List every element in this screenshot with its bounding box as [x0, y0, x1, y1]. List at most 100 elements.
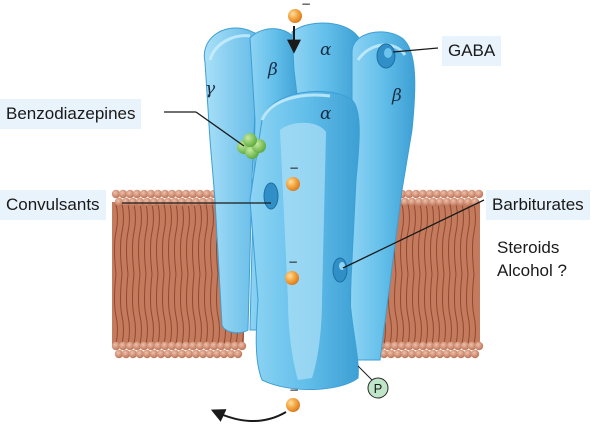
- lipid-head: [442, 349, 452, 359]
- lipid-head: [184, 349, 194, 359]
- ion-exit-arrow: [210, 409, 287, 423]
- lipid-tail: [424, 203, 428, 345]
- lipid-tail: [114, 203, 118, 345]
- lipid-head: [439, 189, 449, 199]
- lipid-tail: [442, 203, 446, 345]
- subunit-label-alpha-front: α: [320, 104, 332, 124]
- lipid-tail: [430, 203, 434, 345]
- lipid-head: [146, 341, 156, 351]
- lipid-head: [121, 197, 131, 207]
- lipid-head: [407, 349, 417, 359]
- lipid-head: [128, 349, 138, 359]
- lipid-head: [125, 189, 135, 199]
- lipid-tail: [126, 203, 130, 345]
- lipid-head: [418, 189, 428, 199]
- lipid-head: [418, 341, 428, 351]
- lipid-head: [114, 349, 124, 359]
- lipid-head: [435, 349, 445, 359]
- lipid-head: [132, 189, 142, 199]
- lipid-head: [195, 341, 205, 351]
- lipid-tail: [180, 203, 184, 345]
- lipid-head: [435, 197, 445, 207]
- lipid-tail: [412, 203, 416, 345]
- lipid-head: [177, 349, 187, 359]
- lipid-head: [174, 341, 184, 351]
- lipid-head: [425, 341, 435, 351]
- lipid-tail: [162, 203, 166, 345]
- lipid-tail: [472, 203, 476, 345]
- lipid-head: [118, 341, 128, 351]
- lipid-head: [202, 189, 212, 199]
- lipid-head: [400, 349, 410, 359]
- lipid-head: [456, 197, 466, 207]
- lipid-head: [226, 349, 236, 359]
- lipid-tail: [138, 203, 142, 345]
- chloride-ion-top: −: [288, 0, 311, 23]
- lipid-tail: [448, 203, 452, 345]
- lipid-head: [393, 349, 403, 359]
- lipid-head: [463, 197, 473, 207]
- lipid-head: [177, 197, 187, 207]
- lipid-head: [449, 349, 459, 359]
- lipid-tail: [418, 203, 422, 345]
- lipid-head: [212, 349, 222, 359]
- lipid-head: [198, 197, 208, 207]
- lipid-head: [453, 189, 463, 199]
- lipid-head: [170, 349, 180, 359]
- lipid-head: [160, 189, 170, 199]
- lipid-head: [128, 197, 138, 207]
- lipid-head: [446, 341, 456, 351]
- convulsants-label: Convulsants: [0, 190, 106, 220]
- barbiturate-binding-site: [332, 257, 348, 283]
- lipid-head: [216, 341, 226, 351]
- lipid-head: [432, 189, 442, 199]
- lipid-head: [111, 341, 121, 351]
- lipid-tail: [132, 203, 136, 345]
- chloride-ion-bottom: −: [286, 383, 300, 412]
- gaba-label: GABA: [442, 36, 502, 66]
- lipid-head: [163, 349, 173, 359]
- lipid-tail: [150, 203, 154, 345]
- lipid-head: [135, 349, 145, 359]
- lipid-tail: [120, 203, 124, 345]
- subunit-label-alpha-back: α: [320, 40, 332, 60]
- lipid-head: [202, 341, 212, 351]
- lipid-head: [153, 189, 163, 199]
- svg-text:−: −: [289, 161, 299, 175]
- lipid-head: [463, 349, 473, 359]
- lipid-tail: [210, 203, 214, 345]
- lipid-tail: [156, 203, 160, 345]
- lipid-head: [379, 349, 389, 359]
- lipid-head: [163, 197, 173, 207]
- barbiturates-label: Barbiturates: [486, 190, 590, 220]
- lipid-head: [230, 341, 240, 351]
- svg-text:−: −: [288, 255, 298, 269]
- lipid-head: [149, 197, 159, 207]
- chloride-ion-pore-2: −: [285, 255, 299, 285]
- lipid-head: [400, 197, 410, 207]
- lipid-tail: [174, 203, 178, 345]
- lipid-tail: [460, 203, 464, 345]
- lipid-head: [460, 189, 470, 199]
- lipid-head: [174, 189, 184, 199]
- lipid-tail: [400, 203, 404, 345]
- lipid-head: [181, 189, 191, 199]
- lipid-head: [181, 341, 191, 351]
- lipid-head: [188, 189, 198, 199]
- lipid-head: [125, 341, 135, 351]
- phosphorylation-site: P: [357, 365, 389, 399]
- lipid-head: [432, 341, 442, 351]
- lipid-head: [428, 349, 438, 359]
- lipid-head: [223, 341, 233, 351]
- lipid-head: [407, 197, 417, 207]
- lipid-head: [474, 189, 484, 199]
- lipid-head: [449, 197, 459, 207]
- lipid-head: [198, 349, 208, 359]
- lipid-head: [121, 349, 131, 359]
- lipid-head: [160, 341, 170, 351]
- lipid-head: [188, 341, 198, 351]
- svg-text:P: P: [374, 381, 383, 396]
- lipid-head: [425, 189, 435, 199]
- lipid-tail: [406, 203, 410, 345]
